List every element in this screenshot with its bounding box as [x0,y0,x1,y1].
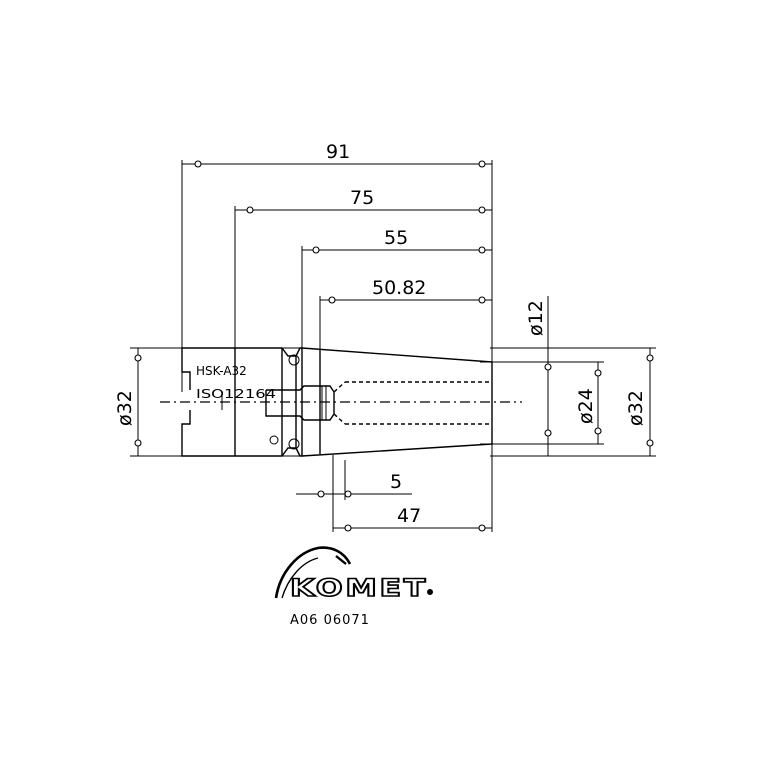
dim-47: 47 [397,505,421,527]
dim-91: 91 [326,141,350,163]
dim-55: 55 [384,227,408,249]
komet-wordmark: KOMET [290,574,428,602]
extension-lines [130,160,656,532]
dim-d24: ø24 [575,388,597,424]
iso-label: ISO12164 [196,387,276,401]
dimension-lines [137,163,651,529]
hsk-label: HSK-A32 [196,364,247,378]
dim-75: 75 [350,187,374,209]
dim-5: 5 [390,471,402,493]
dimension-terminators [134,160,654,532]
komet-logo: KOMET [274,546,433,603]
dim-d32-right: ø32 [625,390,647,426]
dim-d12: ø12 [525,300,547,336]
dim-50-82: 50.82 [372,277,426,299]
part-code: A06 06071 [290,613,370,628]
dim-d32-left: ø32 [114,390,136,426]
